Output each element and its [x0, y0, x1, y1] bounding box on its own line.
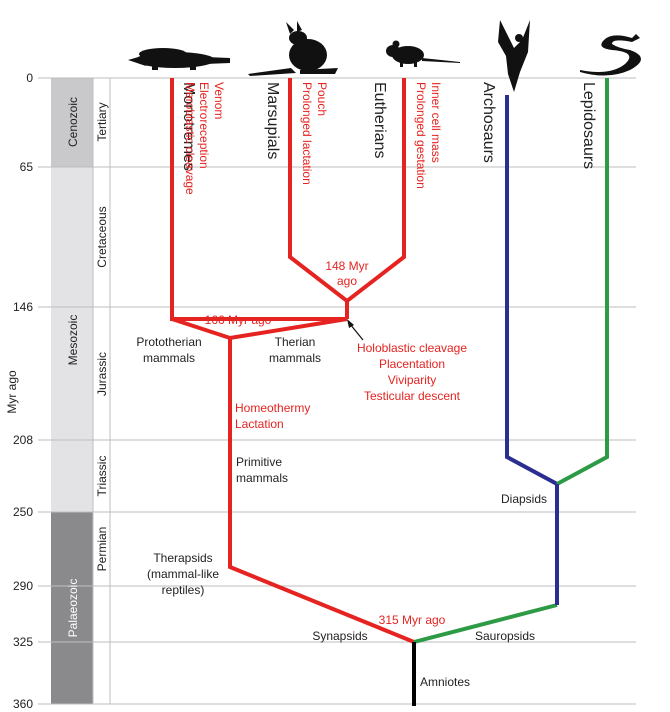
taxon-marsupials: Marsupials: [264, 82, 281, 159]
taxon-labels: Monotremes Marsupials Eutherians Archosa…: [180, 82, 597, 171]
group-sauropsids: Sauropsids: [475, 629, 535, 643]
trait-pouch: Pouch: [315, 82, 329, 116]
cenozoic-era-box: [51, 78, 93, 167]
trait-prolonged-lactation: Prolonged lactation: [300, 82, 314, 185]
snake-icon: [580, 34, 641, 76]
archosaur-branch: [505, 95, 559, 605]
era-labels: Cenozoic Mesozoic Palaeozoic: [66, 97, 80, 637]
tick-208: 208: [13, 433, 33, 447]
taxon-lepidosaurs: Lepidosaurs: [580, 82, 597, 169]
wallaby-icon: [248, 21, 338, 76]
red-annotations: 148 Myr ago 166 Myr ago Holoblastic clea…: [205, 259, 468, 627]
group-therapsids-line1: Therapsids: [153, 551, 212, 565]
trait-placentation: Placentation: [379, 357, 445, 371]
tick-250: 250: [13, 505, 33, 519]
tick-0: 0: [26, 71, 33, 85]
divergence-166: 166 Myr ago: [205, 313, 272, 327]
divergence-315: 315 Myr ago: [379, 613, 446, 627]
trait-prolonged-gestation: Prolonged gestation: [414, 82, 428, 189]
taxon-monotremes: Monotremes: [180, 82, 197, 171]
trait-inner-cell-mass: Inner cell mass: [429, 82, 443, 163]
tick-290: 290: [13, 579, 33, 593]
group-amniotes: Amniotes: [420, 675, 470, 689]
vertical-traits: Venom Electroreception Meroblastic cleav…: [183, 82, 443, 195]
mesozoic-era-box: [51, 167, 93, 512]
trait-holoblastic: Holoblastic cleavage: [357, 341, 467, 355]
period-cretaceous: Cretaceous: [95, 206, 109, 267]
group-therapsids-line3: reptiles): [162, 583, 205, 597]
mammal-stem: [228, 338, 415, 644]
period-jurassic: Jurassic: [95, 352, 109, 396]
trait-electroreception: Electroreception: [197, 82, 211, 169]
trait-viviparity: Viviparity: [388, 373, 436, 387]
divergence-148-line1: 148 Myr: [325, 259, 368, 273]
rat-icon: [386, 40, 460, 67]
platypus-icon: [128, 48, 230, 70]
trait-lactation: Lactation: [235, 417, 284, 431]
group-primitive-line2: mammals: [236, 471, 288, 485]
palaeozoic-era-box: [51, 512, 93, 704]
trait-testicular-descent: Testicular descent: [364, 389, 461, 403]
group-primitive-line1: Primitive: [236, 455, 282, 469]
period-triassic: Triassic: [95, 456, 109, 497]
tick-65: 65: [20, 160, 34, 174]
era-palaeozoic: Palaeozoic: [66, 579, 80, 638]
group-prototherian-line1: Prototherian: [136, 335, 201, 349]
group-therian-line1: Therian: [275, 335, 316, 349]
taxon-eutherians: Eutherians: [371, 82, 388, 159]
axis-ticks: 0 65 146 208 250 290 325 360: [13, 71, 33, 711]
divergence-148-line2: ago: [337, 274, 357, 288]
axis-label: Myr ago: [5, 370, 19, 414]
period-permian: Permian: [95, 527, 109, 572]
tick-360: 360: [13, 697, 33, 711]
time-gridlines: [38, 77, 636, 705]
mammal-split: [171, 317, 348, 341]
group-prototherian-line2: mammals: [143, 351, 195, 365]
silhouettes: [128, 20, 641, 92]
trait-homeothermy: Homeothermy: [235, 401, 310, 415]
era-cenozoic: Cenozoic: [66, 97, 80, 147]
lepidosaur-branch: [556, 78, 609, 486]
group-synapsids: Synapsids: [312, 629, 367, 643]
group-diapsids: Diapsids: [501, 492, 547, 506]
group-therian-line2: mammals: [269, 351, 321, 365]
tick-325: 325: [13, 635, 33, 649]
eagle-icon: [498, 20, 530, 92]
sauropsid-stem: [413, 603, 558, 644]
therian-arrow: [347, 319, 364, 341]
era-mesozoic: Mesozoic: [66, 315, 80, 366]
group-labels: Prototherian mammals Therian mammals Pri…: [136, 335, 547, 689]
period-tertiary: Tertiary: [95, 102, 109, 141]
group-therapsids-line2: (mammal-like: [147, 567, 219, 581]
taxon-archosaurs: Archosaurs: [480, 82, 497, 163]
trait-meroblastic: Meroblastic cleavage: [183, 82, 197, 195]
period-labels: Tertiary Cretaceous Jurassic Triassic Pe…: [95, 102, 109, 571]
tick-146: 146: [13, 300, 33, 314]
trait-venom: Venom: [212, 82, 226, 119]
